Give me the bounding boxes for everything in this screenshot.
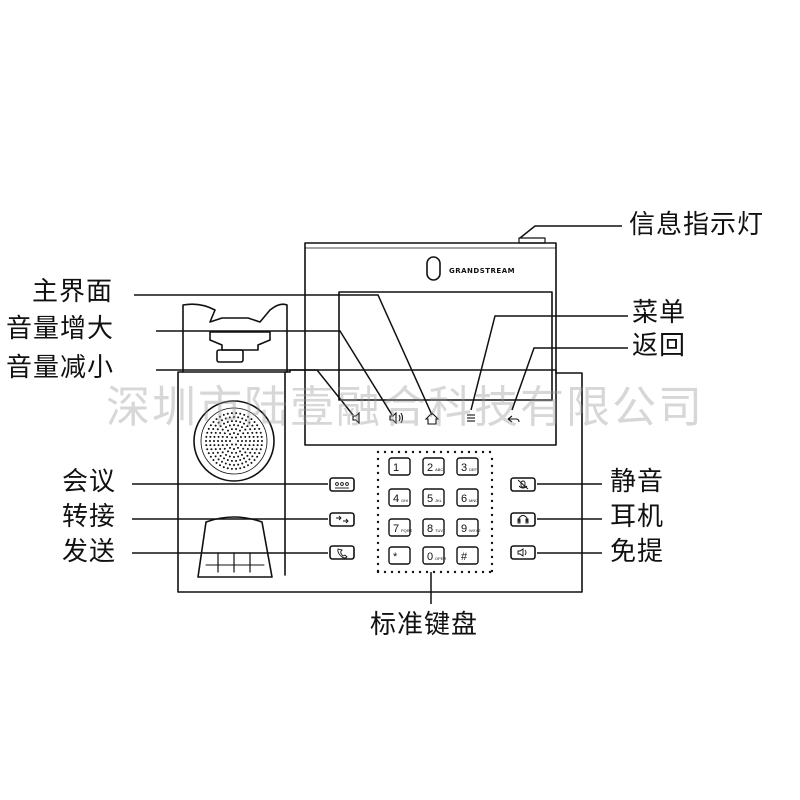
keypad-key-letters: DEF xyxy=(469,467,478,472)
speaker-button xyxy=(510,545,536,560)
keypad-key-letters: OPER xyxy=(435,556,446,561)
leader-volume-up xyxy=(156,330,393,416)
leader-volume-down xyxy=(156,369,354,416)
keypad-key-letters: MNO xyxy=(469,498,478,503)
keypad-key-label: 1 xyxy=(393,462,399,474)
keypad-key-label: 5 xyxy=(427,493,433,505)
mute-icon[interactable] xyxy=(517,479,529,490)
keypad-key-letters: ABC xyxy=(435,467,443,472)
conference-button xyxy=(329,477,355,492)
transfer-button xyxy=(329,512,355,527)
camera-lens xyxy=(426,256,441,281)
label-conference: 会议 xyxy=(62,467,117,497)
label-volume-up: 音量增大 xyxy=(6,314,115,344)
hook-switch xyxy=(209,331,271,351)
keypad-key-1[interactable]: 1 xyxy=(388,457,411,476)
keypad-key-label: 4 xyxy=(393,493,399,505)
speaker-grille xyxy=(193,400,275,482)
transfer-icon[interactable] xyxy=(336,515,349,524)
screen-module xyxy=(304,242,557,446)
keypad-key-label: 8 xyxy=(427,523,433,535)
keypad-key-label: 7 xyxy=(393,523,399,535)
keypad-key-label: 0 xyxy=(427,551,433,563)
leader-home xyxy=(134,294,433,416)
handset-cradle xyxy=(182,303,288,373)
keypad-key-letters: GHI xyxy=(401,498,408,503)
label-transfer: 转接 xyxy=(62,502,117,532)
leader-indicator-light xyxy=(519,225,622,239)
keypad-key-label: 6 xyxy=(461,493,467,505)
volume-down-icon[interactable] xyxy=(352,411,360,425)
label-volume-down: 音量减小 xyxy=(6,353,115,383)
label-keypad: 标准键盘 xyxy=(370,610,479,640)
conference-icon[interactable] xyxy=(335,482,349,489)
label-mute: 静音 xyxy=(610,467,665,497)
label-indicator-light: 信息指示灯 xyxy=(629,210,765,240)
home-icon[interactable] xyxy=(424,412,440,425)
brand-logo: GRANDSTREAM xyxy=(449,267,515,275)
keypad-key-letters: JKL xyxy=(435,498,443,503)
keypad-key-hash[interactable]: # xyxy=(456,546,479,565)
label-speaker: 免提 xyxy=(610,537,665,567)
leader-menu xyxy=(470,315,628,411)
hook-tab xyxy=(216,349,244,363)
volume-up-icon[interactable] xyxy=(389,411,404,425)
headset-icon[interactable] xyxy=(517,515,529,524)
speaker-grille-dots xyxy=(205,412,263,470)
label-menu: 菜单 xyxy=(632,298,687,328)
keypad-key-label: 3 xyxy=(461,462,467,474)
send-button xyxy=(329,545,355,560)
keypad-dot-frame xyxy=(376,450,494,574)
indicator-led xyxy=(518,237,546,244)
keypad-key-label: * xyxy=(393,551,398,563)
label-back: 返回 xyxy=(632,331,687,361)
send-icon[interactable] xyxy=(337,548,348,559)
keypad-key-label: 9 xyxy=(461,523,467,535)
menu-icon[interactable] xyxy=(467,414,475,422)
keypad-key-label: 2 xyxy=(427,462,433,474)
leader-back xyxy=(511,347,628,411)
speaker-icon[interactable] xyxy=(517,548,527,557)
keypad-key-letters: PQRS xyxy=(401,528,413,533)
keypad-key-letters: TUV xyxy=(435,528,443,533)
keypad-key-label: # xyxy=(461,551,468,563)
watermark: 深圳市陆壹融合科技有限公司 xyxy=(106,382,704,433)
keypad-key-star[interactable]: * xyxy=(388,546,411,565)
label-home: 主界面 xyxy=(32,277,114,307)
mute-button xyxy=(510,477,536,492)
keypad-key-letters: WXYZ xyxy=(469,528,481,533)
back-icon[interactable] xyxy=(507,415,520,423)
headset-button xyxy=(510,512,536,527)
handset-holder xyxy=(197,516,273,578)
label-send: 发送 xyxy=(62,537,117,567)
label-headset: 耳机 xyxy=(610,502,665,532)
lcd-display xyxy=(338,291,553,401)
